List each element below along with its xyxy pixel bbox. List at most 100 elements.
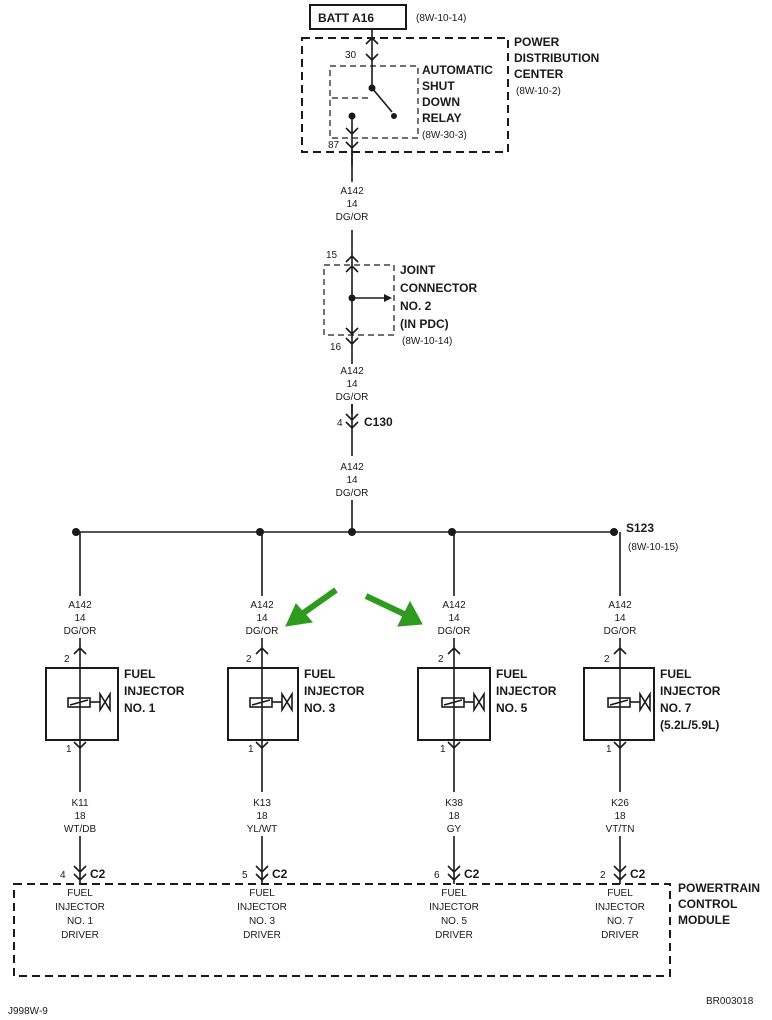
splice-node-center [348, 528, 356, 536]
pin-16-connector [345, 337, 359, 346]
injector-5-out-label-1: K38 [445, 798, 463, 809]
asd-relay: 30 AUTOMATIC SHUT DOWN RELAY (8W-30-3) 8… [328, 29, 493, 166]
pin-87-connector-upper [345, 127, 359, 136]
injector-5-driver-label-2: INJECTOR [429, 902, 479, 913]
relay-title-line-3: DOWN [422, 95, 460, 109]
injector-3-driver-label-2: INJECTOR [237, 902, 287, 913]
injector-7-pin-top-label: 2 [604, 654, 610, 665]
injector-5-c2-label: C2 [464, 867, 480, 881]
injector-7-driver-label-2: INJECTOR [595, 902, 645, 913]
injector-3-title-line-3: NO. 3 [304, 701, 336, 715]
injector-3-out-label-3: YL/WT [247, 824, 278, 835]
pin-30-connector [365, 36, 379, 45]
splice-node-1 [72, 528, 80, 536]
injector-7-c2-label: C2 [630, 867, 646, 881]
injector-5-c2-chevron-upper [447, 865, 461, 874]
injector-7-driver-label-1: FUEL [607, 888, 633, 899]
highlight-arrow-right-shaft [364, 593, 406, 617]
injector-1-pin-top-connector [73, 646, 87, 655]
injector-7-out-label-2: 18 [614, 811, 626, 822]
injector-5-valve-icon [473, 691, 485, 713]
injector-5-feed-label-2: 14 [448, 613, 460, 624]
relay-title-line-2: SHUT [422, 79, 455, 93]
injector-7-title-line-1: FUEL [660, 667, 691, 681]
injector-7-box [583, 667, 655, 741]
joint-boundary [323, 264, 395, 336]
wire-a142-circuit-1: A142 [340, 186, 364, 197]
injector-7-c2-chevron-lower [613, 873, 627, 882]
injector-1-c2-pin-label: 4 [60, 870, 66, 881]
c130-upper-chevron [345, 413, 359, 422]
injector-3-pin-top-label: 2 [246, 654, 252, 665]
injector-7-c2-chevron-upper [613, 865, 627, 874]
pin-15-connector [345, 254, 359, 263]
injector-1-driver-label-2: INJECTOR [55, 902, 105, 913]
injector-7-pin-top-connector [613, 646, 627, 655]
injector-5-driver-label-1: FUEL [441, 888, 467, 899]
injector-3-pin-bottom-label: 1 [248, 744, 254, 755]
injector-7-c2-pin-label: 2 [600, 870, 606, 881]
relay-title-line-1: AUTOMATIC [422, 63, 493, 77]
injector-1-out-label-2: 18 [74, 811, 86, 822]
injector-7-out-label-3: VT/TN [606, 824, 635, 835]
injector-5-pin-bottom-label: 1 [440, 744, 446, 755]
injector-1-box [45, 667, 119, 741]
injector-7-driver-label-3: NO. 7 [607, 916, 634, 927]
pin-30-label: 30 [345, 50, 357, 61]
injector-7-out-label-1: K26 [611, 798, 629, 809]
wire-a142-color-2: DG/OR [336, 392, 369, 403]
joint-ref: (8W-10-14) [402, 336, 452, 347]
pin-87-label: 87 [328, 140, 340, 151]
powertrain-control-module: POWERTRAIN CONTROL MODULE [13, 881, 760, 977]
pdc-title-line-2: DISTRIBUTION [514, 51, 599, 65]
joint-title-line-3: NO. 2 [400, 299, 432, 313]
injector-3-out-label-2: 18 [256, 811, 268, 822]
highlight-arrow-right-head [397, 600, 423, 627]
injector-7-feed-label-2: 14 [614, 613, 626, 624]
injector-3-c2-chevron-upper [255, 865, 269, 874]
injector-7-pin-bottom-label: 1 [606, 744, 612, 755]
injector-7-feed-label-1: A142 [608, 600, 632, 611]
injector-3-driver-label-3: NO. 3 [249, 916, 276, 927]
relay-title-line-4: RELAY [422, 111, 462, 125]
pdc-title-line-3: CENTER [514, 67, 564, 81]
injector-5-pin-top-label: 2 [438, 654, 444, 665]
injector-5-title-line-3: NO. 5 [496, 701, 528, 715]
injector-3-c2-label: C2 [272, 867, 288, 881]
highlight-arrow-left-icon [285, 587, 338, 627]
pcm-title-line-1: POWERTRAIN [678, 881, 760, 895]
relay-switch-arm [371, 87, 393, 113]
relay-boundary [329, 65, 419, 139]
footer-code: BR003018 [706, 996, 754, 1007]
injector-3-feed-label-3: DG/OR [246, 626, 279, 637]
wire-a142-gauge-3: 14 [346, 475, 358, 486]
injector-7-title-line-2: INJECTOR [660, 684, 721, 698]
injector-3-solenoid-slash [251, 699, 271, 706]
wire-a142-color-1: DG/OR [336, 212, 369, 223]
wire-a142-circuit-3: A142 [340, 462, 364, 473]
pcm-title-line-3: MODULE [678, 913, 730, 927]
connector-c130: 4 C130 [337, 404, 393, 456]
injector-7-title-line-4: (5.2L/5.9L) [660, 718, 719, 732]
pin-87-connector [345, 141, 359, 150]
joint-branch-arrow-icon [384, 294, 392, 302]
injector-5-title-line-2: INJECTOR [496, 684, 557, 698]
injector-5-feed-label-3: DG/OR [438, 626, 471, 637]
injector-1-solenoid-slash [69, 699, 89, 706]
injector-3-valve-icon [281, 691, 293, 713]
battery-feed: BATT A16 (8W-10-14) [309, 4, 466, 30]
injector-5-c2-pin-label: 6 [434, 870, 440, 881]
injector-3-driver-label-1: FUEL [249, 888, 275, 899]
joint-title-line-1: JOINT [400, 263, 436, 277]
splice-label: S123 [626, 521, 654, 535]
injector-1-title-line-2: INJECTOR [124, 684, 185, 698]
injector-3-feed-label-1: A142 [250, 600, 274, 611]
injector-5-driver-label-4: DRIVER [435, 930, 473, 941]
pin-16-label: 16 [330, 342, 342, 353]
pin-30-connector-lower [365, 53, 379, 62]
